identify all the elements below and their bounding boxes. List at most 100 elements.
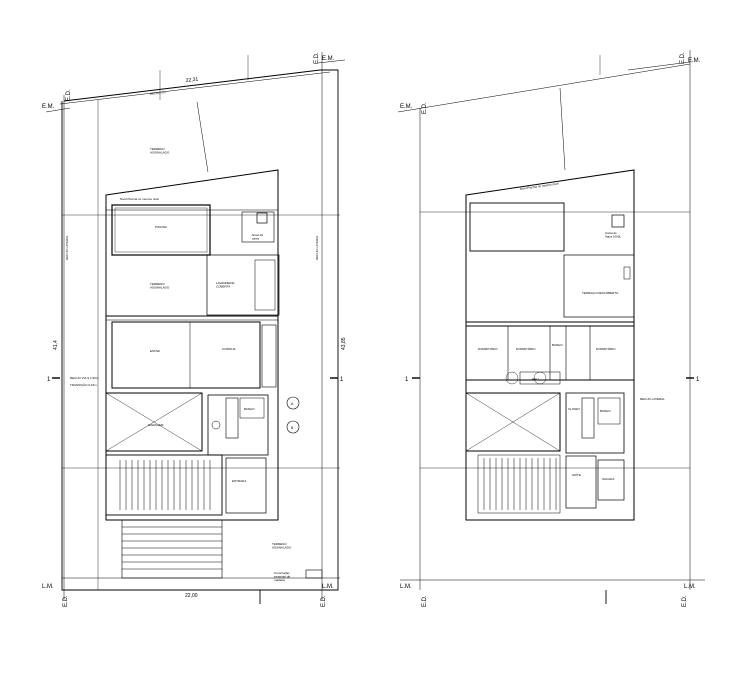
upper-pergola (477, 454, 561, 514)
room-kitchen: COZINHA (222, 347, 236, 351)
meter-box (305, 569, 323, 579)
pool (111, 204, 211, 256)
upper-small-block (623, 266, 631, 280)
detail-circle-a (286, 396, 300, 410)
kitchen-counter (261, 324, 277, 388)
right-side-note: RECUO LATERAL (315, 235, 319, 260)
room-pool: PISCINA (155, 225, 167, 229)
living-room (111, 321, 261, 389)
ed-label-top-left: E.D. (66, 89, 72, 101)
pool-inner (114, 207, 208, 253)
upper-suite (565, 455, 597, 509)
section-number-right: 1 (340, 377, 344, 383)
upper-ed-label-top-right: E.D. (680, 52, 686, 64)
circle-a-label: A (291, 402, 294, 406)
upper-ed-label-top-left: E.D. (422, 102, 428, 114)
top-dimension: 22,31 (186, 76, 199, 84)
bath-ground (239, 397, 265, 419)
top-setback-note: RECUO 5m (150, 90, 167, 96)
entry-hall (225, 457, 267, 514)
room-living: ESTAR (150, 349, 161, 353)
door-swing (211, 420, 221, 430)
upper-em-leader (627, 61, 691, 71)
upper-room-closet: CLOSET (568, 407, 580, 411)
em-label-right: E.M. (322, 56, 335, 62)
upper-bath (597, 397, 621, 425)
terrace-note: Nivel Piscina no mesmo nivel (120, 197, 159, 201)
em-right-leader (317, 59, 346, 64)
stair-core (207, 394, 269, 456)
upper-roof-note: Nivel Piscina no mesmo nivel (520, 182, 560, 191)
em-label-left: E.M. (42, 104, 55, 110)
upper-stair (581, 397, 595, 439)
upper-stair-core (565, 392, 625, 454)
upper-room-terrace: TERRAÇO DESCOBERTO (582, 291, 619, 295)
water-tank-block (241, 211, 275, 243)
upper-terrace-block (563, 254, 635, 318)
circle-b-label: B (291, 426, 294, 430)
upper-roof-over-pool (469, 202, 565, 252)
ground-floor-plan (45, 52, 346, 604)
upper-floor-labels: E.M. E.M. E.D. E.D. L.M. L.M. E.D. E.D. … (400, 52, 701, 607)
em-left-leader (45, 107, 71, 113)
upper-room-balcony: SACADA (602, 477, 614, 481)
left-side-note: RECUO LATERAL (65, 235, 69, 260)
upper-hall (519, 371, 561, 385)
detail-circle-b (286, 420, 300, 434)
upper-lm-label-right: L.M. (684, 584, 696, 590)
upper-room-bedroom-3: DORMITÓRIO (596, 346, 616, 351)
water-tank-square (256, 212, 268, 224)
upper-section-number-right: 1 (696, 377, 700, 383)
upper-room-bath-2: BANHO (600, 409, 611, 413)
upper-water-tank (611, 214, 625, 228)
rear-diagonal (196, 101, 209, 173)
room-bath: BANHO (244, 407, 255, 411)
lateral-note-2: TRANSIÇÃO 0,15m (70, 382, 97, 387)
upper-side-note: RECUO LATERAL (640, 397, 665, 401)
upper-ed-label-bottom-left: E.D. (422, 595, 428, 607)
left-dimension: 41,4 (53, 340, 59, 350)
right-dimension: 43,85 (341, 337, 347, 350)
upper-ed-label-bottom-right: E.D. (682, 595, 688, 607)
upper-balcony (597, 459, 625, 501)
lm-label-right: L.M. (322, 584, 334, 590)
top-dimension-line (59, 71, 331, 105)
room-entry: ENTRADA (232, 479, 246, 483)
upper-top-boundary (397, 63, 691, 113)
ed-label-bottom-right: E.D. (321, 595, 327, 607)
upper-room-suite: SUÍTE (572, 473, 581, 477)
upper-em-label-left: E.M. (400, 104, 413, 110)
upper-door-1 (505, 371, 519, 385)
ground-floor-labels: E.M. E.M. E.D. E.D. L.M. L.M. E.D. E.D. … (42, 52, 347, 607)
garage (105, 392, 203, 452)
laundry-block (206, 254, 280, 316)
bottom-dimension: 22,00 (185, 593, 198, 599)
upper-void-diagonal-2 (465, 392, 561, 452)
lot-boundary (61, 69, 339, 591)
upper-room-bedroom-2: DORMITÓRIO (516, 346, 536, 351)
upper-section-number-left: 1 (405, 377, 409, 383)
upper-em-label-right: E.M. (688, 58, 701, 64)
room-garage: GARAGEM (148, 423, 164, 427)
upper-room-hall: HALL (532, 377, 540, 381)
parking-stalls (119, 460, 211, 510)
upper-floor-plan (397, 50, 705, 604)
upper-lm-label-left: L.M. (400, 584, 412, 590)
parking-area (105, 454, 223, 516)
upper-rear-diagonal (559, 87, 566, 171)
upper-room-bedroom-1: DORMITÓRIO (478, 346, 498, 351)
ed-label-bottom-left: E.D. (63, 595, 69, 607)
lateral-note-1: RECUO VIA S 1,50m (70, 376, 99, 380)
upper-room-bath-1: BANHO (552, 343, 563, 347)
ed-label-top-right: E.D. (314, 52, 320, 64)
garage-diagonal-2 (105, 392, 203, 452)
